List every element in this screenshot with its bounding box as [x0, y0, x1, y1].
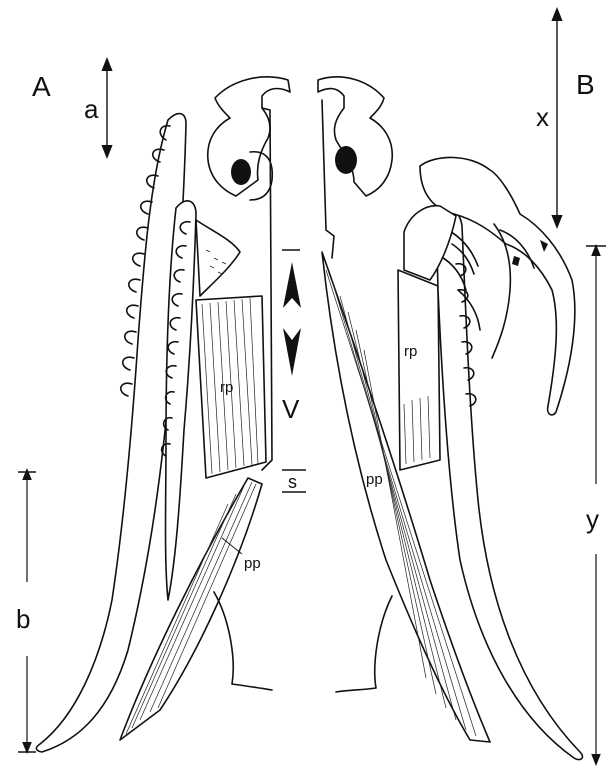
measurement-label-x: x — [536, 102, 549, 132]
panel-b-drawing — [318, 77, 582, 760]
right-skull-rod — [322, 100, 334, 258]
panel-label-a: A — [32, 71, 51, 102]
left-hyoid-outline — [214, 592, 272, 690]
measurement-label-s: s — [288, 472, 297, 492]
muscle-label-rp-left: rp — [220, 379, 233, 396]
measurement-label-v: V — [282, 394, 300, 424]
muscle-label-pp-left: pp — [244, 555, 261, 572]
right-rp-muscle — [398, 270, 440, 470]
v-dimension-marker — [282, 250, 301, 376]
measurement-label-a: a — [84, 94, 99, 124]
measurement-label-b: b — [16, 604, 30, 634]
left-eye-socket — [231, 159, 251, 185]
panel-label-b: B — [576, 69, 595, 100]
y-dimension-bracket — [586, 246, 606, 760]
right-quadrate — [318, 77, 392, 196]
measurement-label-y: y — [586, 504, 599, 534]
muscle-label-pp-right: pp — [366, 471, 383, 488]
muscle-label-rp-right: rp — [404, 343, 417, 360]
right-eye-socket — [335, 146, 357, 174]
panel-a-drawing — [36, 77, 290, 752]
right-hyoid-outline — [336, 596, 392, 692]
left-dorsal-plate — [196, 220, 240, 296]
